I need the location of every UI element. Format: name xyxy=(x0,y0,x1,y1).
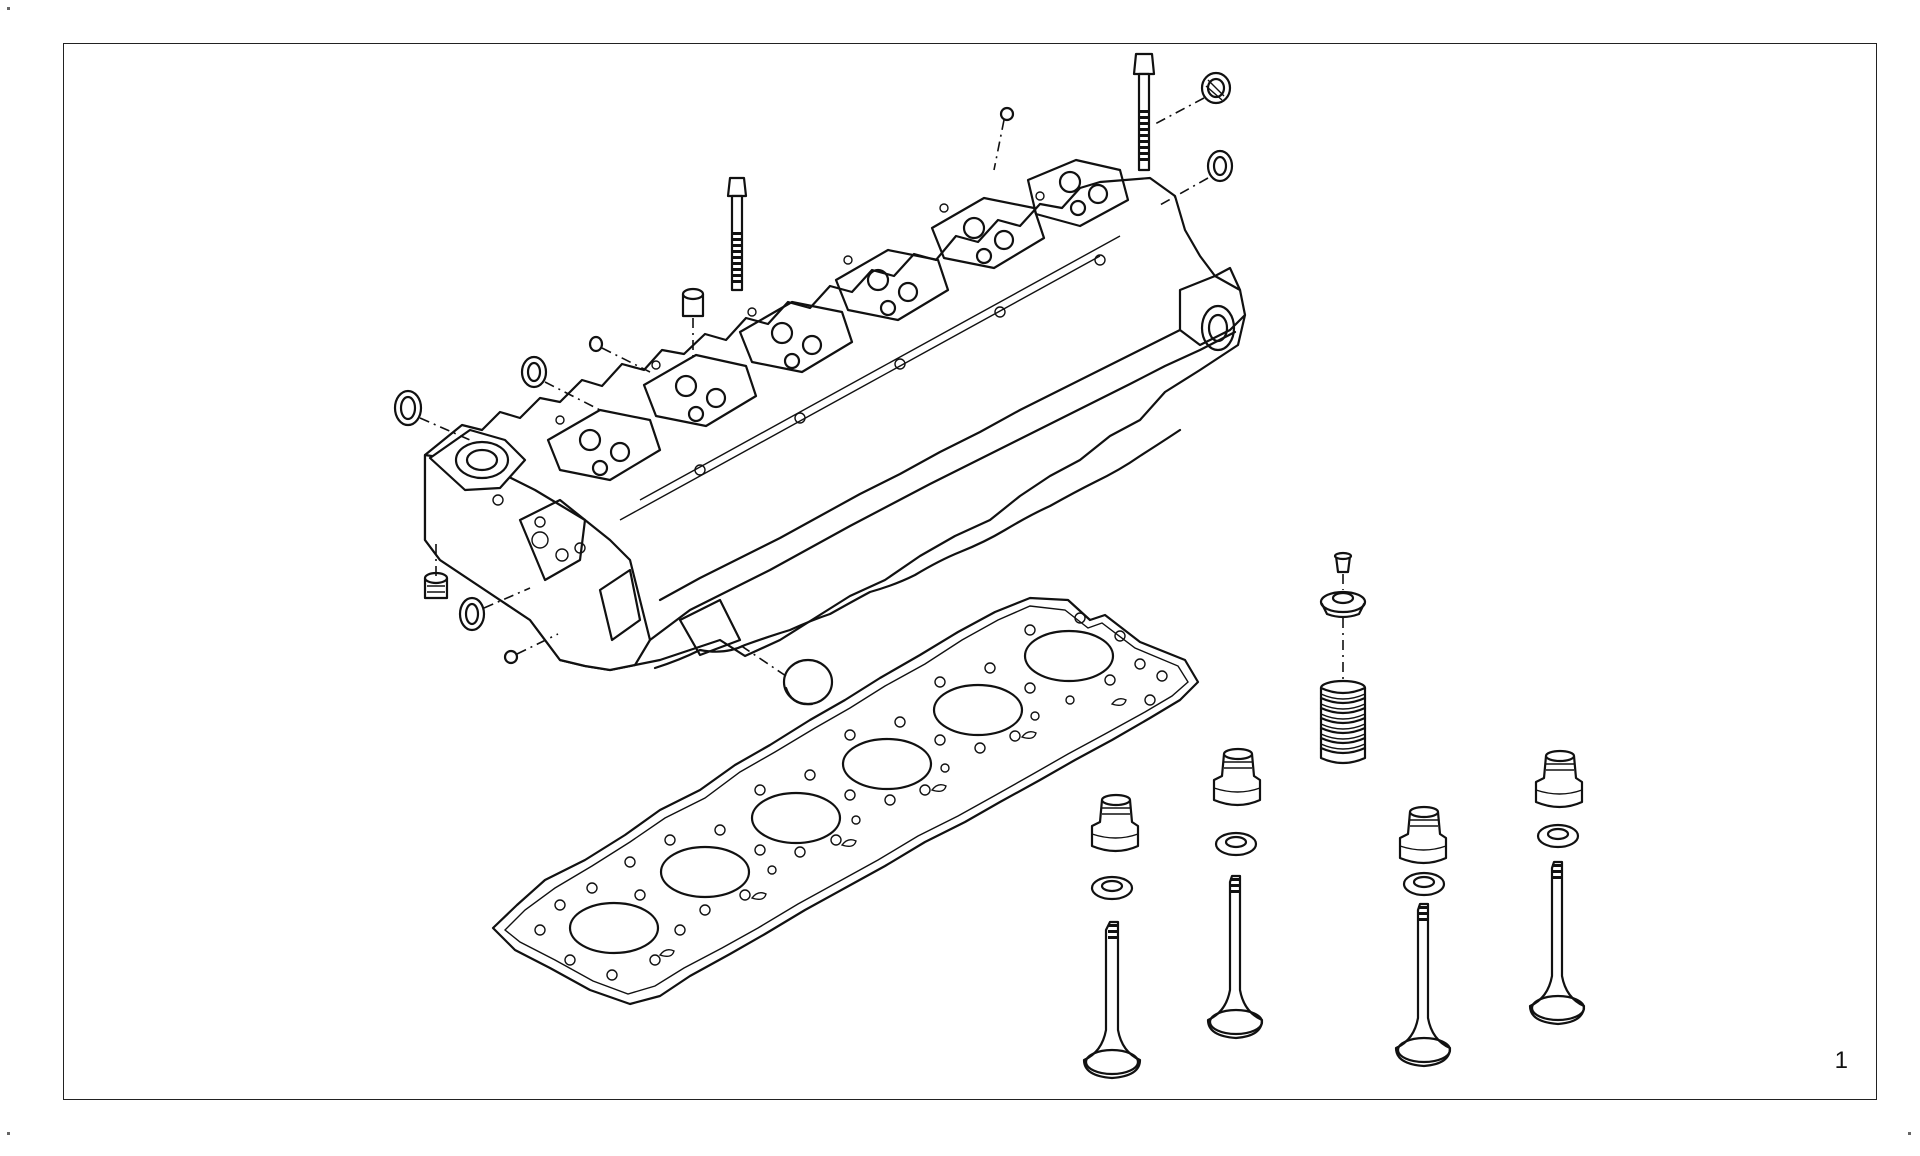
valve-icon xyxy=(1394,902,1452,1068)
expansion-plug-icon xyxy=(782,658,834,706)
valve-icon xyxy=(1082,920,1142,1080)
spring-retainer-icon xyxy=(1319,590,1367,619)
expansion-plug-icon xyxy=(681,287,705,318)
corner-mark xyxy=(7,7,10,10)
stem-seal-icon xyxy=(1090,793,1140,853)
bolt-icon xyxy=(726,176,748,292)
expansion-plug-icon xyxy=(423,571,449,600)
o-ring-icon xyxy=(458,596,486,632)
stem-seal-icon xyxy=(1398,805,1448,865)
corner-mark xyxy=(1908,1132,1911,1135)
bolt-icon xyxy=(1132,52,1156,172)
o-ring-icon xyxy=(588,335,604,353)
o-ring-icon xyxy=(520,355,548,389)
o-ring-icon xyxy=(1206,149,1234,183)
o-ring-icon xyxy=(1214,831,1258,857)
stem-seal-icon xyxy=(1212,747,1262,807)
cylinder-head-assembly-icon xyxy=(423,158,1247,672)
o-ring-icon xyxy=(1402,871,1446,897)
stem-seal-icon xyxy=(1534,749,1584,809)
o-ring-icon xyxy=(999,106,1015,122)
coil-spring-icon xyxy=(1319,679,1367,765)
o-ring-icon xyxy=(393,389,423,427)
o-ring-icon xyxy=(1090,875,1134,901)
valve-keeper-icon xyxy=(1333,551,1353,574)
o-ring-icon xyxy=(1536,823,1580,849)
corner-mark xyxy=(7,1132,10,1135)
expansion-plug-icon xyxy=(1200,71,1232,105)
valve-icon xyxy=(1206,874,1264,1040)
figure-frame: 1 xyxy=(63,43,1877,1100)
valve-icon xyxy=(1528,860,1586,1026)
gasket-icon xyxy=(491,596,1200,1006)
o-ring-icon xyxy=(503,649,519,665)
figure-number: 1 xyxy=(1834,1047,1848,1074)
